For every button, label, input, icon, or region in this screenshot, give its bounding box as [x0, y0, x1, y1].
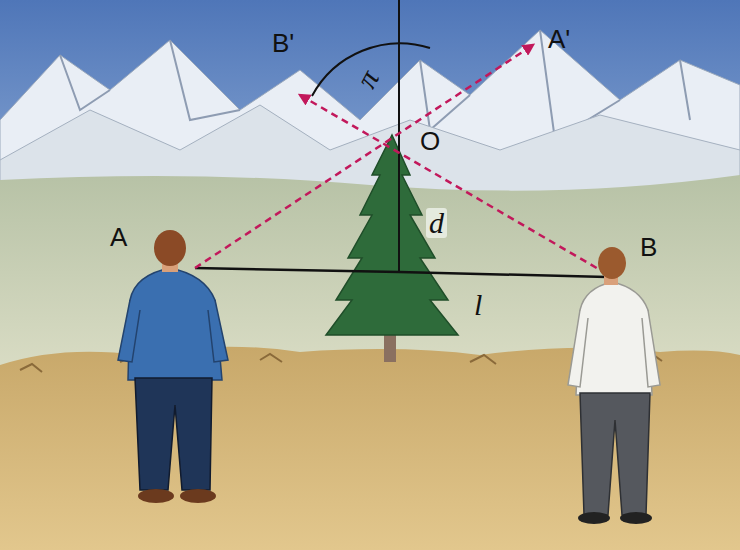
point-label: O	[420, 128, 440, 154]
observer-b	[568, 247, 660, 524]
baseline	[195, 268, 607, 277]
point-label: B	[640, 234, 657, 260]
sight-line	[300, 95, 607, 274]
observer-a	[118, 230, 228, 503]
point-label: l	[474, 290, 482, 320]
point-label: A	[110, 224, 127, 250]
tree	[326, 135, 458, 335]
angle-arc	[312, 43, 430, 96]
point-label: A'	[548, 26, 570, 52]
sight-line	[195, 45, 533, 268]
vertical-axis	[398, 0, 400, 272]
point-label: B'	[272, 30, 294, 56]
point-label: d	[426, 208, 447, 238]
rocks	[20, 354, 662, 372]
